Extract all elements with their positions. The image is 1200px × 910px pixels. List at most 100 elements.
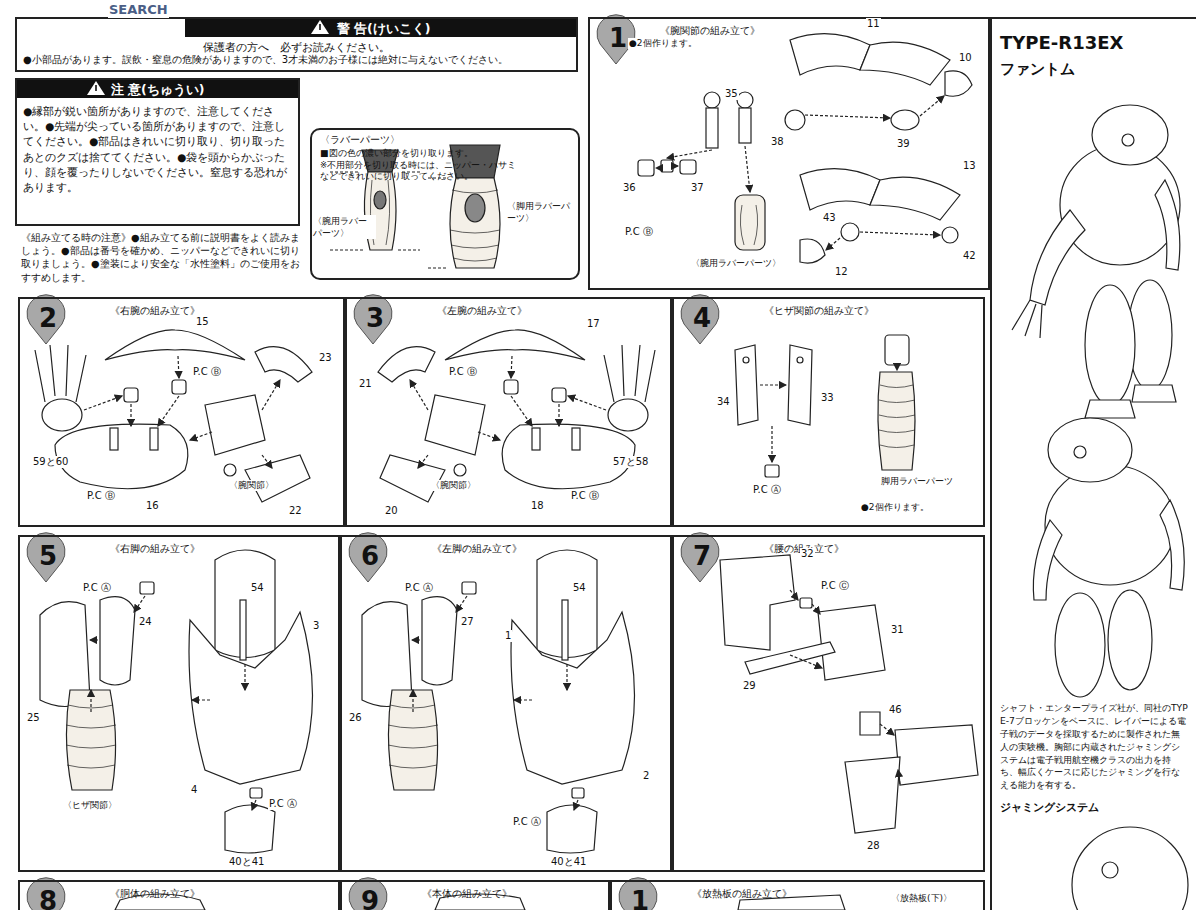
step5-drawing-shape bbox=[189, 612, 313, 784]
step7-drawing-shape bbox=[745, 642, 835, 674]
step2-drawing-shape bbox=[245, 455, 310, 502]
step1-drawing-shape bbox=[638, 160, 654, 176]
step1-drawing-shape bbox=[800, 239, 825, 263]
warning-body: ●小部品があります。誤飲・窒息の危険がありますので、3才未満のお子様には絶対に与… bbox=[23, 53, 571, 67]
step2-drawing-shape bbox=[255, 347, 312, 382]
step4-drawing-shape-shape bbox=[896, 366, 897, 370]
step5-drawing-shape-shape bbox=[90, 639, 98, 640]
step7-drawing-shape-shape bbox=[812, 604, 820, 614]
step-panel: 4《ヒザ関節の組み立て》 bbox=[672, 297, 985, 527]
step4-drawing-shape bbox=[735, 345, 758, 425]
step-number: 5 bbox=[30, 540, 66, 572]
step4-drawing-shape bbox=[765, 465, 779, 477]
step-number: 9 bbox=[352, 885, 388, 910]
part-label: 〈脚用ラバーパーツ〉 bbox=[506, 200, 574, 224]
step3-drawing-shape bbox=[378, 347, 435, 382]
callout-number: 25 bbox=[26, 712, 41, 724]
step5-drawing-shape bbox=[240, 600, 246, 660]
step1-drawing bbox=[638, 34, 972, 263]
rubber-heading: 〈ラバーパーツ〉 bbox=[320, 133, 400, 147]
step1-drawing-shape bbox=[739, 108, 751, 143]
callout-number: 26 bbox=[348, 712, 363, 724]
callout-number: 20 bbox=[384, 505, 399, 517]
step-panel: 8 《胴体の組み立て》 bbox=[18, 880, 340, 910]
step5-drawing bbox=[40, 550, 313, 853]
step4-drawing-shape bbox=[879, 385, 915, 448]
callout-number: 36 bbox=[622, 182, 637, 194]
callout-number: 33 bbox=[820, 392, 835, 404]
step-panel: 1《腕関節の組み立て》 bbox=[588, 17, 990, 290]
note: ●2個作ります。 bbox=[860, 502, 930, 513]
robot-figures-shape bbox=[1092, 105, 1168, 165]
step7-drawing-shape-shape bbox=[880, 724, 894, 735]
step-title: 《右腕の組み立て》 bbox=[110, 304, 200, 318]
robot-figures-shape bbox=[1102, 862, 1118, 878]
step3-drawing-shape-shape bbox=[478, 432, 500, 440]
part-label: 〈腕関節〉 bbox=[228, 480, 275, 491]
step-title: 《胴体の組み立て》 bbox=[110, 887, 200, 901]
step5-drawing-shape-shape bbox=[90, 690, 91, 712]
step5-drawing-shape-shape bbox=[244, 664, 245, 690]
pc-label: P.C Ⓑ bbox=[624, 226, 654, 238]
step-panel: 6《左脚の組み立て》 bbox=[340, 535, 672, 872]
part-label: 〈腕用ラバーパーツ〉 bbox=[312, 215, 376, 239]
step-panel: 3《左腕の組み立て》 bbox=[345, 297, 672, 527]
callout-number: 28 bbox=[866, 840, 881, 852]
callout-number: 3 bbox=[312, 620, 320, 632]
callout-number: 35 bbox=[724, 88, 739, 100]
step1-drawing-shape bbox=[737, 92, 753, 108]
step6-drawing-shape bbox=[572, 788, 584, 798]
step4-drawing-shape bbox=[797, 357, 803, 363]
step5-drawing-shape-shape bbox=[252, 800, 256, 810]
step2-drawing-shape-shape bbox=[130, 404, 131, 426]
step-title: 《本体の組み立て》 bbox=[422, 887, 512, 901]
robot-figures-shape bbox=[1012, 300, 1042, 338]
step1-drawing-shape-shape bbox=[675, 165, 678, 166]
robot-figures-shape bbox=[1155, 180, 1180, 270]
rubber-parts-drawing-shape bbox=[450, 178, 500, 268]
part-label: 脚用ラバーパーツ bbox=[880, 476, 954, 487]
step3-drawing-shape bbox=[445, 330, 585, 360]
step-number: 7 bbox=[684, 540, 720, 572]
part-label: 〈腕用ラバーパーツ〉 bbox=[690, 258, 782, 269]
callout-number: 27 bbox=[460, 616, 475, 628]
pc-label: P.C Ⓐ bbox=[82, 582, 112, 594]
callout-number: 16 bbox=[145, 500, 160, 512]
step1-drawing-shape-shape bbox=[745, 146, 750, 192]
step3-drawing-shape bbox=[552, 388, 566, 402]
rubber-note: ■図の色の濃い部分を切り取ります。 bbox=[320, 147, 570, 159]
caution-box: 注 意(ちゅうい) ●縁部が鋭い箇所がありますので、注意してください。●先端が尖っ… bbox=[15, 78, 300, 226]
step5-drawing-shape-shape bbox=[192, 699, 210, 700]
step-title: 《左脚の組み立て》 bbox=[432, 542, 522, 556]
model-description: シャフト・エンタープライズ社が、同社のTYPE-7ブロッケンをベースに、レイバー… bbox=[1000, 702, 1188, 792]
model-subname: ファントム bbox=[1000, 59, 1075, 79]
callout-number: 54 bbox=[250, 582, 265, 594]
step1-drawing-shape bbox=[740, 205, 757, 245]
step5-drawing-shape bbox=[140, 582, 154, 594]
part-label: 〈腕関節〉 bbox=[430, 480, 477, 491]
step7-drawing bbox=[720, 555, 978, 833]
step-panel: 9 《本体の組み立て》 bbox=[340, 880, 610, 910]
section-heading: ジャミングシステム bbox=[1000, 801, 1099, 816]
step3-drawing-shape-shape bbox=[418, 455, 428, 468]
warning-bands-shape bbox=[311, 20, 329, 34]
step3-drawing-shape-shape bbox=[410, 380, 428, 410]
step5-drawing-shape bbox=[225, 805, 275, 853]
step-title: 《左腕の組み立て》 bbox=[437, 304, 527, 318]
step2-drawing-shape bbox=[42, 399, 82, 431]
rubber-parts-drawing-shape-shape bbox=[398, 249, 420, 250]
model-name: TYPE-R13EX bbox=[1000, 31, 1123, 55]
callout-number: 4 bbox=[190, 784, 198, 796]
step7-drawing-shape bbox=[720, 555, 795, 650]
step4-drawing-shape bbox=[743, 357, 749, 363]
callout-number: 1 bbox=[504, 630, 512, 642]
step6-drawing-shape bbox=[562, 600, 568, 660]
step-title: 《放熱板の組み立て》 bbox=[692, 887, 792, 901]
robot-figures-shape bbox=[1108, 590, 1152, 690]
step2-drawing-shape bbox=[172, 380, 186, 394]
caution-heading: 注 意(ちゅうい) bbox=[17, 80, 298, 100]
caution-body: ●縁部が鋭い箇所がありますので、注意してください。●先端が尖っている箇所がありま… bbox=[23, 104, 292, 195]
callout-number: 46 bbox=[888, 704, 903, 716]
step6-drawing-shape-shape bbox=[456, 596, 467, 612]
step-number: 8 bbox=[30, 885, 66, 910]
